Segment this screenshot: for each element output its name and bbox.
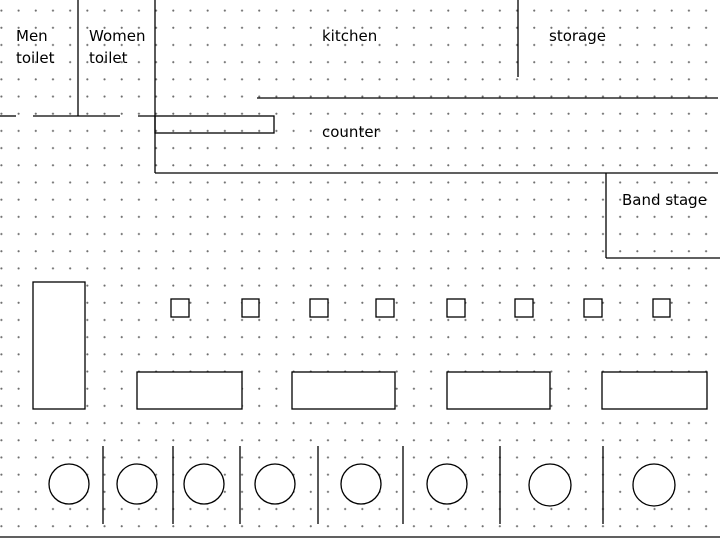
kitchen-label: kitchen xyxy=(322,27,378,45)
small-square-table xyxy=(375,298,395,318)
small-square-table xyxy=(170,298,190,318)
round-table xyxy=(426,463,468,505)
small-square-table xyxy=(514,298,534,318)
rectangular-table xyxy=(446,371,551,410)
men-toilet-label-line1: Men xyxy=(16,27,48,45)
small-square-table xyxy=(446,298,466,318)
counter-label: counter xyxy=(322,123,380,141)
round-table xyxy=(116,463,158,505)
round-table xyxy=(183,463,225,505)
men-toilet-label: Men toilet xyxy=(16,25,55,69)
rectangular-table xyxy=(136,371,243,410)
storage-label: storage xyxy=(549,27,606,45)
men-toilet-label-line2: toilet xyxy=(16,49,55,67)
band-stage-label: Band stage xyxy=(622,191,707,209)
women-toilet-label: Women toilet xyxy=(89,25,145,69)
round-tables xyxy=(48,463,676,507)
rectangular-tables xyxy=(136,371,708,410)
small-square-table xyxy=(309,298,329,318)
round-table xyxy=(254,463,296,505)
small-square-table xyxy=(241,298,260,318)
counter-bar xyxy=(154,115,275,134)
tall-side-table xyxy=(32,281,86,410)
rectangular-table xyxy=(601,371,708,410)
small-square-table xyxy=(652,298,671,318)
rectangular-table xyxy=(291,371,396,410)
small-square-tables xyxy=(170,298,671,318)
round-table xyxy=(340,463,382,505)
round-table xyxy=(48,463,90,505)
women-toilet-label-line2: toilet xyxy=(89,49,128,67)
round-table xyxy=(528,463,572,507)
small-square-table xyxy=(583,298,603,318)
booth-dividers xyxy=(102,446,604,524)
women-toilet-label-line1: Women xyxy=(89,27,146,45)
round-table xyxy=(632,463,676,507)
